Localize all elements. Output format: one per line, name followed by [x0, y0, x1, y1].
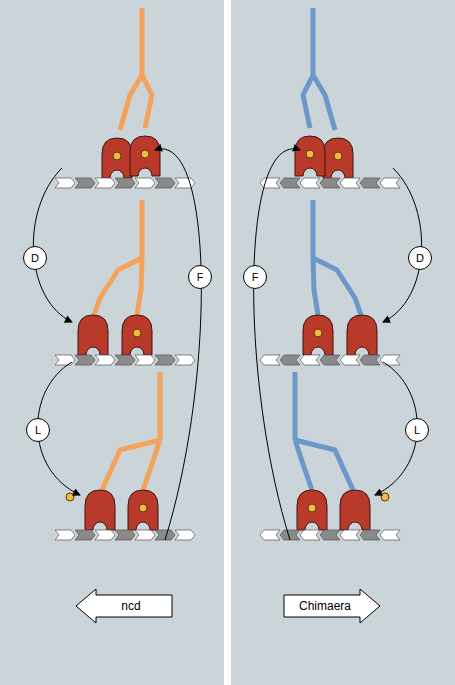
motor-name: ncd: [121, 599, 140, 613]
direction-arrow: Chimaera: [283, 588, 381, 624]
step-circle: D: [408, 246, 432, 270]
step-letter: D: [31, 252, 39, 264]
ncd-cycle: [33, 8, 201, 540]
step-circle: F: [188, 265, 212, 289]
step-letter: F: [197, 271, 204, 283]
panel: [0, 0, 224, 685]
arrow-shape: [76, 589, 172, 623]
step-circle: F: [243, 265, 267, 289]
direction-arrow: ncd: [75, 588, 173, 624]
step-circle: L: [405, 418, 429, 442]
motor-name: Chimaera: [299, 599, 351, 613]
step-letter: L: [35, 424, 41, 436]
step-circle: D: [23, 246, 47, 270]
step-circle: L: [26, 418, 50, 442]
panel: [231, 0, 455, 685]
step-letter: D: [416, 252, 424, 264]
step-letter: L: [414, 424, 420, 436]
chimaera-cycle: [254, 8, 422, 540]
step-letter: F: [252, 271, 259, 283]
arrow-shape: [284, 589, 380, 623]
